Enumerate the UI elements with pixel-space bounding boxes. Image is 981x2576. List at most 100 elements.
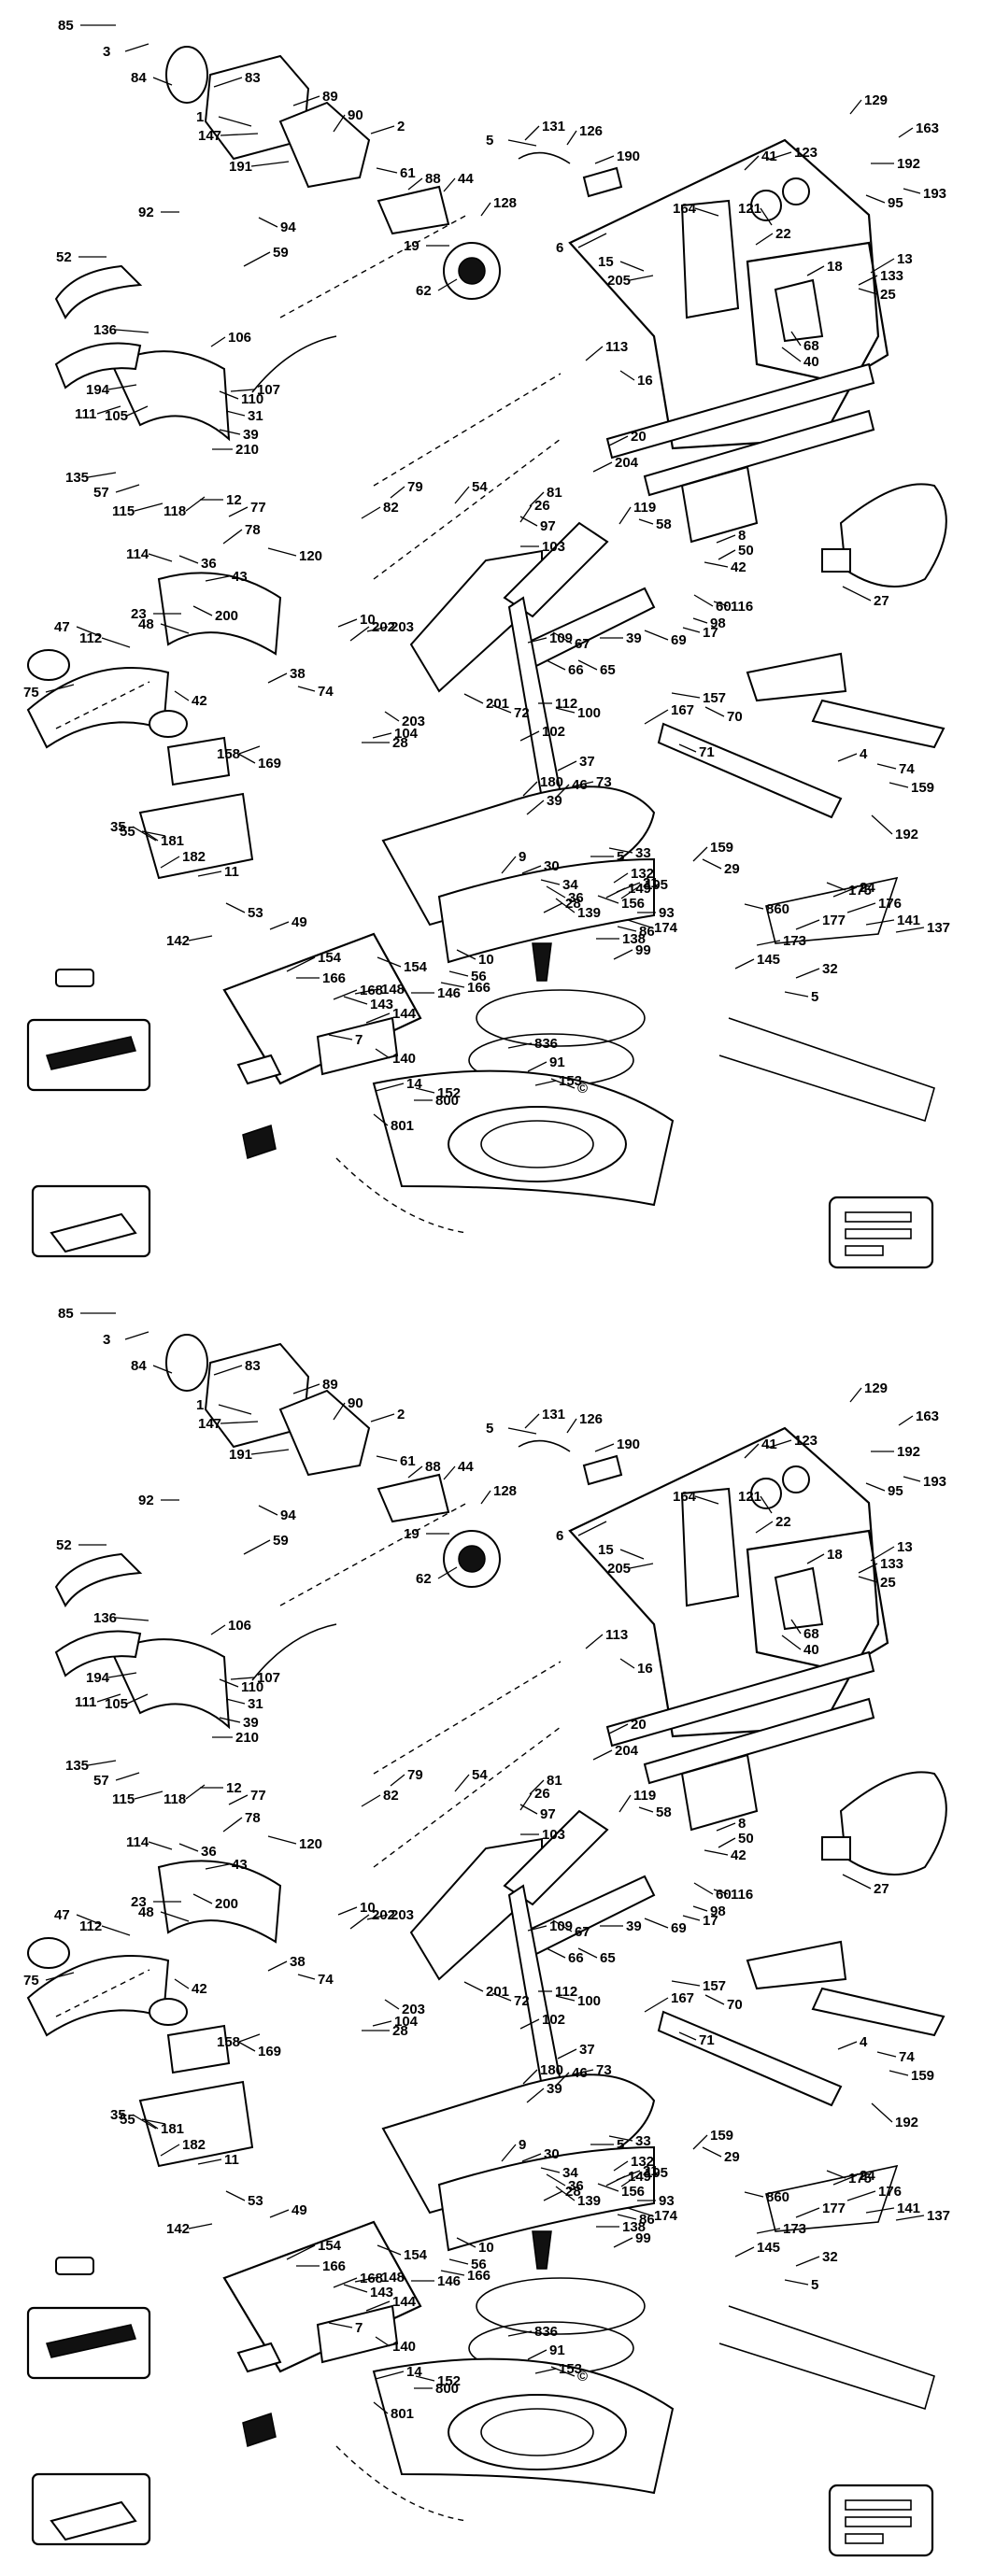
inset-box-836	[31, 2472, 151, 2546]
part-label: 860	[766, 901, 789, 917]
leader-line	[613, 949, 633, 960]
leader-line	[718, 549, 736, 560]
leader-line	[219, 1717, 241, 1723]
part-label: 34	[562, 2165, 578, 2181]
part-label: 42	[731, 559, 746, 575]
leader-line	[734, 958, 755, 970]
part-label: 180	[540, 774, 563, 790]
part-label: 205	[607, 273, 631, 289]
leader-line	[349, 626, 370, 642]
leader-line	[373, 1113, 389, 1126]
part-label: 67	[575, 636, 590, 652]
leader-line	[267, 547, 297, 557]
leader-line	[390, 486, 405, 499]
leader-line	[871, 814, 893, 835]
leader-line	[507, 1427, 537, 1435]
part-label: 97	[540, 518, 556, 534]
leader-line	[554, 784, 570, 800]
leader-line	[160, 2144, 180, 2157]
part-label: 99	[635, 942, 651, 958]
part-label: 193	[923, 1474, 946, 1490]
leader-line	[627, 2207, 652, 2216]
part-label: 131	[542, 119, 565, 134]
leader-line	[148, 553, 173, 562]
part-label: 21	[643, 2163, 659, 2179]
leader-line	[343, 2284, 368, 2293]
part-label: 61	[400, 1453, 416, 1469]
part-label: 79	[407, 479, 423, 495]
part-label: 166	[322, 970, 346, 986]
gear-59	[774, 1566, 824, 1631]
leader-line	[546, 2173, 566, 2187]
leader-line	[219, 390, 239, 400]
part-label: 39	[626, 630, 642, 646]
belt-71	[507, 1884, 562, 2088]
leader-line	[219, 429, 241, 435]
part-label: 836	[534, 1036, 558, 1052]
part-label: 60	[716, 599, 732, 615]
part-label: 157	[703, 690, 726, 706]
part-label: 86	[639, 924, 655, 940]
part-label: 800	[435, 1093, 459, 1109]
part-label: 16	[637, 373, 653, 389]
leader-line	[292, 95, 320, 106]
part-label: 82	[383, 500, 399, 516]
part-label: 146	[437, 985, 461, 1001]
leader-line	[107, 1672, 137, 1678]
part-label: 112	[555, 1984, 577, 2000]
part-label: 200	[215, 1896, 238, 1912]
leader-line	[218, 116, 252, 127]
leader-line	[842, 1874, 872, 1890]
part-143	[236, 1054, 282, 1085]
leader-line	[443, 177, 456, 192]
fence-157	[746, 1940, 847, 1990]
part-label: 75	[23, 685, 39, 701]
leader-line	[178, 555, 199, 564]
armature	[377, 185, 450, 235]
leader-line	[619, 1658, 635, 1669]
part-label: 50	[738, 543, 754, 559]
part-label: 174	[654, 2208, 678, 2224]
part-label: 78	[245, 522, 261, 538]
part-label: 152	[437, 1085, 461, 1101]
part-label: 44	[458, 171, 474, 187]
part-label: 39	[626, 1918, 642, 1934]
leader-line	[865, 194, 886, 204]
leader-line	[365, 1012, 391, 1024]
leader-line	[197, 870, 222, 877]
leader-line	[250, 161, 290, 167]
leader-line	[463, 1981, 484, 1992]
leader-line	[519, 730, 540, 742]
part-label: 75	[23, 1973, 39, 1989]
part-label: 28	[392, 735, 408, 751]
leader-line	[101, 637, 131, 648]
part-label: 8	[738, 1816, 746, 1832]
part-label: 62	[416, 1571, 432, 1587]
leader-line	[692, 617, 708, 624]
part-label: 192	[895, 2115, 918, 2130]
dust-bag-nozzle	[821, 1836, 851, 1861]
part-label: 166	[467, 2268, 490, 2284]
part-label: 47	[54, 1907, 70, 1923]
part-label: 61	[400, 165, 416, 181]
leader-line	[629, 275, 654, 281]
part-label: 67	[575, 1924, 590, 1940]
part-label: 20	[631, 429, 647, 445]
part-label: 115	[112, 503, 135, 519]
part-label: 10	[360, 612, 376, 628]
part-label: 148	[381, 2270, 405, 2286]
part-label: 74	[318, 684, 334, 700]
part-label: 140	[392, 2339, 416, 2355]
part-label: 77	[250, 1788, 266, 1804]
leader-line	[185, 1784, 206, 1800]
leader-line	[286, 2244, 316, 2260]
rail-upper	[605, 1650, 875, 1748]
part-label: 836	[534, 2324, 558, 2340]
part-label: 105	[105, 408, 128, 424]
leader-line	[376, 167, 398, 174]
clip-126	[582, 166, 623, 198]
part-label: 55	[120, 824, 135, 840]
leader-line	[557, 2048, 577, 2059]
part-label: 128	[493, 1483, 517, 1499]
